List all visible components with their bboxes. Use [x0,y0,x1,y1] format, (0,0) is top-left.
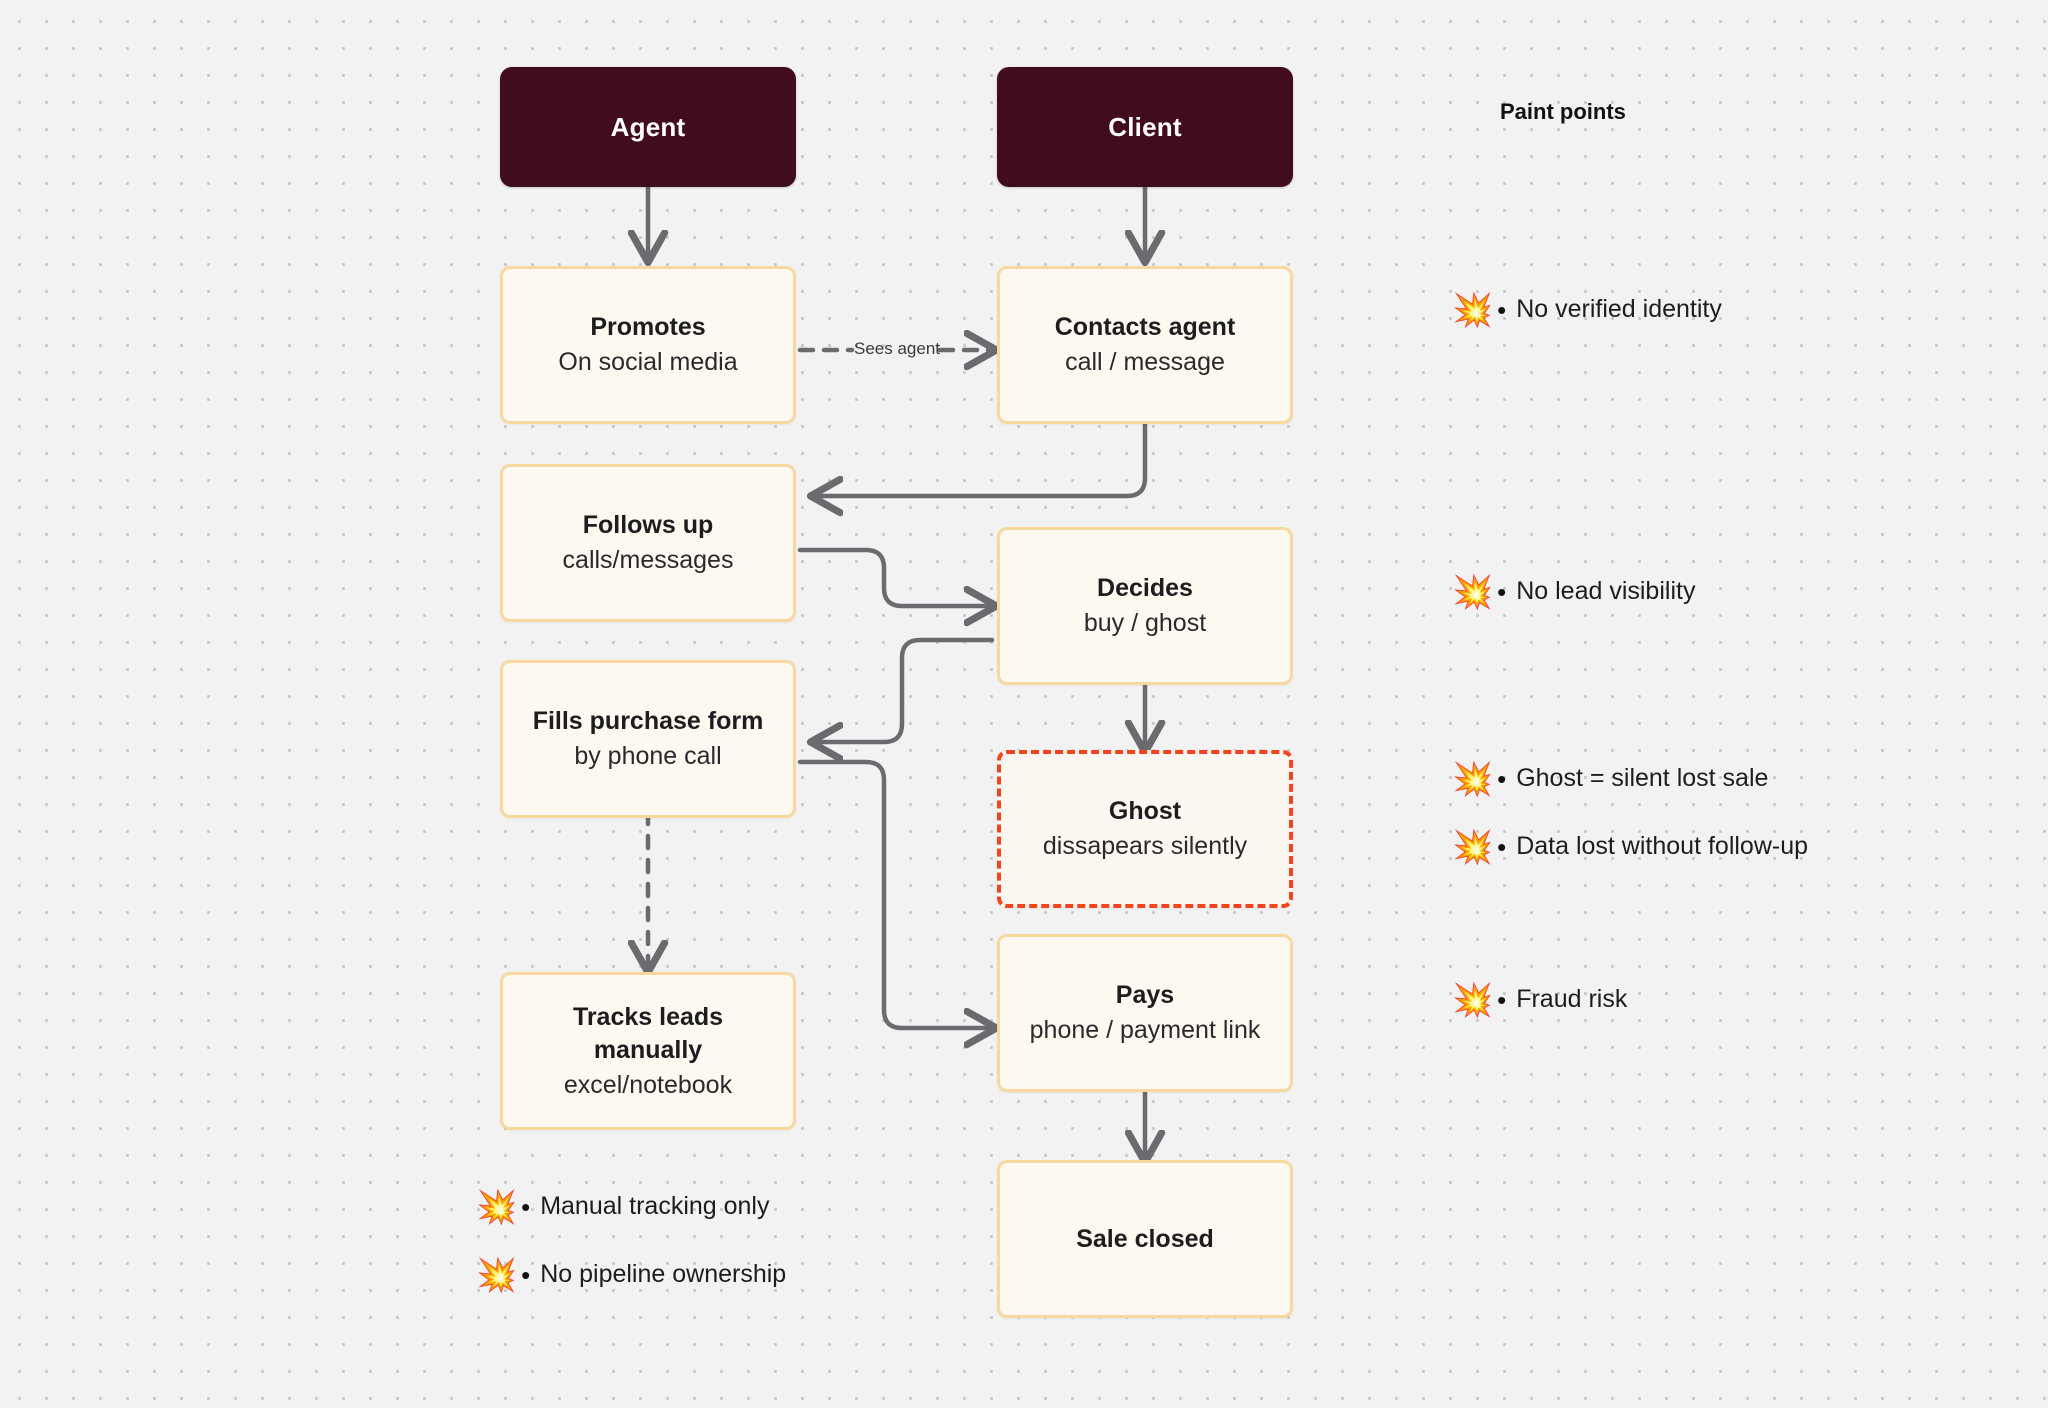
node-ghost-subtitle: dissapears silently [1042,832,1248,860]
node-fills-purchase-form-subtitle: by phone call [574,742,722,770]
node-decides-title: Decides [1097,574,1193,602]
node-decides-subtitle: buy / ghost [1083,609,1207,637]
pain-point-item: 💥 • No verified identity [1452,293,1722,326]
bullet-dot: • [521,1191,531,1222]
node-contacts-agent-title: Contacts agent [1054,313,1236,341]
lane-header-client[interactable]: Client [997,67,1293,187]
node-decides[interactable]: Decides buy / ghost [997,527,1293,685]
lane-header-agent-label: Agent [610,111,686,142]
node-pays-subtitle: phone / payment link [1029,1016,1261,1044]
pain-point-item: 💥 • Manual tracking only [476,1190,770,1223]
collision-burst-icon: 💥 [1452,573,1494,610]
node-fills-purchase-form-title: Fills purchase form [532,707,764,735]
node-fills-purchase-form[interactable]: Fills purchase form by phone call [500,660,796,818]
pain-point-item: 💥 • Ghost = silent lost sale [1452,762,1768,795]
node-sale-closed[interactable]: Sale closed [997,1160,1293,1318]
collision-burst-icon: 💥 [1452,760,1494,797]
node-sale-closed-title: Sale closed [1076,1224,1214,1253]
node-tracks-leads-title: Tracks leads [572,1002,724,1031]
node-promotes[interactable]: Promotes On social media [500,266,796,424]
bullet-dot: • [1497,763,1507,794]
collision-burst-icon: 💥 [476,1188,518,1225]
edge-label-sees-agent: Sees agent [854,339,941,358]
bullet-dot: • [1497,576,1507,607]
node-pays[interactable]: Pays phone / payment link [997,934,1293,1092]
pain-point-text: Data lost without follow-up [1516,832,1809,860]
collision-burst-icon: 💥 [1452,981,1494,1018]
pain-point-item: 💥 • No pipeline ownership [476,1258,786,1291]
pain-point-text: No pipeline ownership [540,1260,787,1288]
node-contacts-agent[interactable]: Contacts agent call / message [997,266,1293,424]
node-promotes-subtitle: On social media [558,348,738,376]
bullet-dot: • [521,1259,531,1290]
pain-point-text: No lead visibility [1516,577,1696,605]
pain-point-text: Manual tracking only [540,1192,770,1220]
collision-burst-icon: 💥 [476,1256,518,1293]
pain-point-text: Ghost = silent lost sale [1516,764,1769,792]
node-follows-up-title: Follows up [582,511,714,539]
node-promotes-title: Promotes [590,313,706,341]
collision-burst-icon: 💥 [1452,291,1494,328]
node-ghost[interactable]: Ghost dissapears silently [997,750,1293,908]
lane-header-client-label: Client [1108,111,1182,142]
node-contacts-agent-subtitle: call / message [1065,348,1225,376]
pain-point-item: 💥 • Fraud risk [1452,983,1627,1016]
pain-point-text: Fraud risk [1516,985,1628,1013]
node-tracks-leads-title-2: manually [593,1035,703,1064]
node-tracks-leads-subtitle: excel/notebook [563,1070,733,1099]
pain-points-heading: Paint points [1500,99,1626,124]
bullet-dot: • [1497,984,1507,1015]
node-tracks-leads[interactable]: Tracks leads manually excel/notebook [500,972,796,1130]
node-follows-up[interactable]: Follows up calls/messages [500,464,796,622]
lane-header-agent[interactable]: Agent [500,67,796,187]
collision-burst-icon: 💥 [1452,828,1494,865]
node-ghost-title: Ghost [1108,797,1182,825]
bullet-dot: • [1497,831,1507,862]
bullet-dot: • [1497,294,1507,325]
pain-point-item: 💥 • No lead visibility [1452,575,1695,608]
node-pays-title: Pays [1115,981,1175,1009]
pain-point-text: No verified identity [1516,295,1722,323]
node-follows-up-subtitle: calls/messages [562,546,734,574]
pain-point-item: 💥 • Data lost without follow-up [1452,830,1808,863]
